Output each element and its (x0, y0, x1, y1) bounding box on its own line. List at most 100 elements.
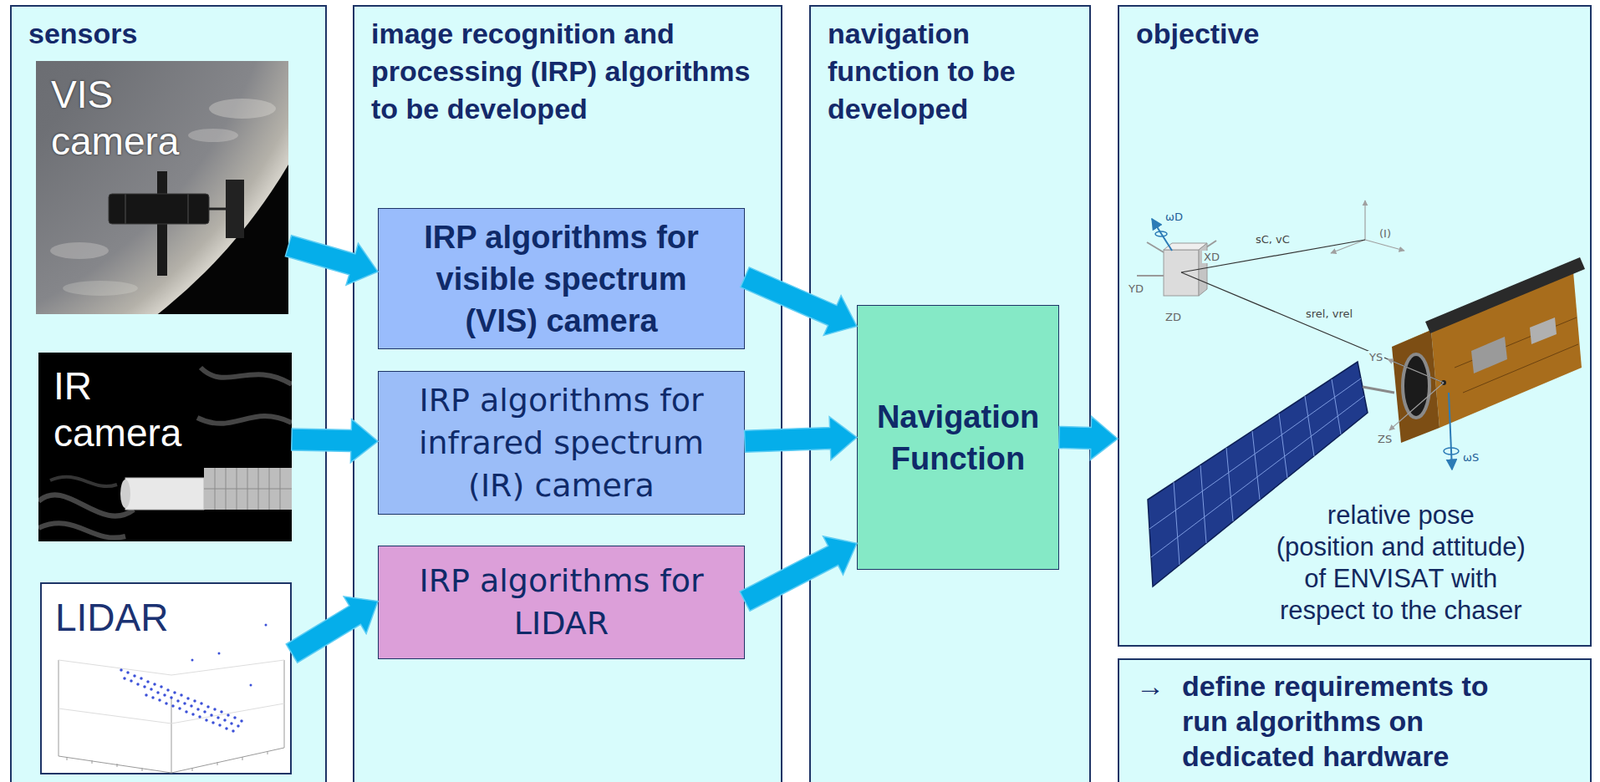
panel-heading: navigation function to be developed (827, 15, 1073, 128)
flow-arrow (1059, 416, 1118, 460)
lidar-point-cloud-part (58, 660, 285, 724)
vis-camera-image-part (35, 61, 289, 315)
vis-camera-image-part (108, 193, 209, 225)
axis-label-holder: YD (1126, 282, 1146, 296)
axis-label: srel, vrel (1304, 307, 1355, 321)
camera-label: VIS camera (50, 71, 219, 165)
axis-label-holder: ωD (1163, 210, 1185, 224)
relative-pose-illustration-part (1471, 336, 1508, 374)
relative-pose-illustration-part (1146, 242, 1164, 253)
vis-camera-image-part (35, 61, 289, 315)
relative-pose-illustration-part (1364, 200, 1366, 240)
requirement-text: define requirements to run algorithms on… (1182, 668, 1517, 775)
panel-heading: sensors (28, 15, 309, 53)
relative-pose-illustration-part (1402, 354, 1430, 418)
relative-pose-illustration-part (1391, 271, 1574, 347)
lidar-point-cloud-part (58, 660, 285, 774)
relative-pose-illustration-part (1448, 392, 1453, 470)
camera-image: VIS camera (35, 61, 289, 315)
requirements-box: →define requirements to run algorithms o… (1117, 658, 1592, 782)
relative-pose-illustration-part (1330, 239, 1366, 254)
navigation-box: Navigation Function (856, 305, 1060, 571)
relative-pose-illustration-part (1155, 231, 1167, 237)
ir-camera-image-part (50, 477, 118, 487)
relative-pose-illustration-part (1454, 317, 1579, 393)
bullet-arrow: → (1136, 668, 1183, 704)
vis-camera-image-part (50, 242, 109, 260)
ir-camera-image-part (38, 352, 292, 542)
panel-heading: objective (1136, 15, 1574, 53)
vis-camera-image-part (187, 193, 189, 225)
flow-arrow (285, 235, 378, 286)
flow-arrow (291, 419, 378, 464)
relative-pose-illustration-part (1149, 378, 1365, 566)
flow-arrow (739, 536, 857, 612)
vis-camera-image-part (157, 171, 168, 276)
objective-panel: objective relative pose (position and att… (1117, 5, 1592, 648)
axis-label-holder: YS (1367, 351, 1385, 364)
relative-pose-illustration-part (1365, 239, 1405, 251)
axis-label-holder: ZD (1163, 310, 1183, 324)
relative-pose-illustration-part (1529, 317, 1557, 345)
axis-label: YS (1367, 351, 1385, 364)
relative-pose-illustration-part (1425, 257, 1585, 334)
sensors-panel: sensorsVIS camera IR cameraLIDAR (10, 5, 327, 782)
relative-pose-illustration-part (1389, 382, 1444, 431)
relative-pose-illustration-part (1163, 243, 1208, 250)
relative-pose-illustration-part (1163, 249, 1199, 296)
axis-label-holder: ωS (1461, 451, 1481, 464)
algorithm-box: IRP algorithms for infrared spectrum (IR… (377, 371, 745, 515)
ir-camera-image-part (203, 468, 292, 510)
axis-label: ωD (1163, 210, 1185, 224)
ir-camera-image-part (203, 468, 292, 510)
relative-pose-illustration-part (1181, 272, 1444, 383)
axis-label: ωS (1461, 451, 1481, 464)
vis-camera-image-part (225, 179, 245, 239)
relative-pose-illustration-part (1431, 271, 1582, 429)
ir-camera-image-part (38, 367, 292, 539)
relative-pose-illustration-part (1391, 330, 1440, 444)
box-label: IRP algorithms for visible spectrum (VIS… (403, 216, 719, 342)
lidar-point-cloud-part (121, 670, 242, 732)
camera-image: IR camera (38, 352, 292, 542)
ir-camera-image (38, 352, 292, 542)
axis-label-holder: ZS (1375, 433, 1394, 446)
relative-pose-illustration-part (1147, 361, 1368, 587)
relative-pose-illustration-part (1151, 219, 1172, 251)
algorithm-box: IRP algorithms for visible spectrum (VIS… (377, 208, 745, 350)
lidar-label: LIDAR (55, 594, 277, 642)
axis-label: (I) (1377, 227, 1393, 240)
axis-label: XD (1202, 250, 1222, 264)
relative-pose-illustration-part (1362, 387, 1395, 393)
relative-pose-illustration (1136, 200, 1585, 587)
lidar-plot: LIDAR (40, 582, 292, 775)
box-label: IRP algorithms for LIDAR (403, 560, 719, 646)
vis-camera-image-part (124, 193, 127, 225)
box-label: Navigation Function (867, 396, 1049, 480)
relative-pose-illustration-part (1441, 380, 1447, 386)
panel-heading: image recognition and processing (IRP) a… (371, 15, 765, 128)
axis-label-holder: sC, vC (1253, 233, 1292, 246)
vis-camera-image-part (208, 208, 226, 211)
navigation-panel: navigation function to be developedNavig… (809, 5, 1091, 782)
vis-camera-image-part (62, 280, 138, 296)
ir-camera-image-part (120, 479, 131, 509)
algorithms-panel: image recognition and processing (IRP) a… (352, 5, 783, 782)
relative-pose-illustration-part (1443, 448, 1459, 455)
camera-label: IR camera (53, 362, 221, 457)
axis-label: sC, vC (1253, 233, 1292, 246)
pose-caption: relative pose (position and attitude) of… (1275, 499, 1527, 627)
axis-label: ZD (1163, 310, 1183, 324)
flow-arrow (744, 417, 858, 461)
axis-label-holder: (I) (1377, 227, 1393, 240)
axis-label: YD (1126, 282, 1146, 296)
flow-arrow (285, 596, 378, 663)
algorithm-box: IRP algorithms for LIDAR (377, 545, 745, 660)
relative-pose-illustration-part (1387, 359, 1444, 383)
vis-camera-image (35, 61, 289, 315)
axis-label: ZS (1375, 433, 1394, 446)
vis-camera-image-part (188, 128, 239, 143)
lidar-point-cloud-part (66, 751, 268, 772)
